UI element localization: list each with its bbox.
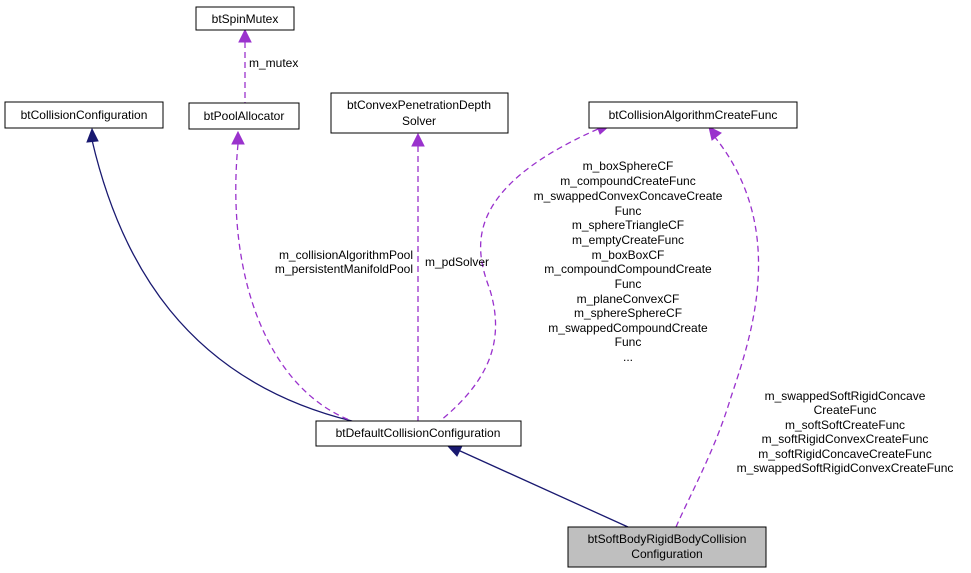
node-label: Configuration [631, 547, 702, 561]
node-label: btCollisionConfiguration [21, 108, 148, 122]
edge-label-line: m_softSoftCreateFunc [785, 418, 905, 432]
edge-label-line: m_planeConvexCF [577, 292, 680, 306]
node-bt-spin-mutex[interactable]: btSpinMutex [195, 6, 295, 31]
edge-label-line: Func [615, 204, 642, 218]
node-label: Solver [402, 114, 436, 128]
edge-label-soft-create-funcs: m_swappedSoftRigidConcave CreateFunc m_s… [737, 389, 954, 475]
node-bt-convex-penetration-depth-solver[interactable]: btConvexPenetrationDepth Solver [330, 92, 509, 134]
node-bt-soft-body-rigid-body-collision-configuration[interactable]: btSoftBodyRigidBodyCollision Configurati… [567, 526, 767, 568]
node-bt-pool-allocator[interactable]: btPoolAllocator [188, 102, 300, 130]
edge-label-mutex: m_mutex [249, 56, 298, 70]
node-label: btSpinMutex [212, 12, 279, 26]
inheritance-edge-softrigid-from-default [445, 444, 629, 528]
edge-label-line: m_boxSphereCF [583, 159, 674, 173]
edge-label-line: Func [615, 277, 642, 291]
edge-label-line: m_softRigidConcaveCreateFunc [758, 447, 931, 461]
node-bt-collision-algorithm-create-func[interactable]: btCollisionAlgorithmCreateFunc [588, 101, 798, 129]
node-bt-collision-configuration[interactable]: btCollisionConfiguration [4, 101, 164, 129]
edge-label-pools: m_collisionAlgorithmPool m_persistentMan… [275, 248, 413, 276]
edge-label-line: m_swappedSoftRigidConcave [765, 389, 926, 403]
usage-edge-pd-solver [411, 132, 425, 421]
node-label: btSoftBodyRigidBodyCollision [588, 532, 747, 546]
node-bt-default-collision-configuration[interactable]: btDefaultCollisionConfiguration [315, 420, 522, 447]
edge-label-line: m_emptyCreateFunc [572, 233, 684, 247]
edge-label-line: m_collisionAlgorithmPool [279, 248, 413, 262]
edge-label-line: ... [623, 350, 633, 364]
usage-edge-soft-create-funcs [675, 126, 760, 528]
edge-label-line: Func [615, 335, 642, 349]
node-label: btDefaultCollisionConfiguration [336, 426, 501, 440]
edge-label-line: m_swappedSoftRigidConvexCreateFunc [737, 461, 954, 475]
edge-label-pd-solver: m_pdSolver [425, 255, 489, 269]
node-label: btPoolAllocator [204, 109, 285, 123]
edge-label-line: m_boxBoxCF [592, 248, 665, 262]
edge-label-line: m_swappedCompoundCreate [548, 321, 708, 335]
edge-label-line: m_softRigidConvexCreateFunc [762, 432, 929, 446]
edge-label-line: m_pdSolver [425, 255, 489, 269]
edge-label-line: m_swappedConvexConcaveCreate [534, 189, 723, 203]
edge-label-line: m_mutex [249, 56, 298, 70]
edge-label-line: m_persistentManifoldPool [275, 262, 413, 276]
edge-label-create-funcs: m_boxSphereCF m_compoundCreateFunc m_swa… [534, 159, 723, 364]
inheritance-edge-default-from-collision-configuration [86, 127, 353, 422]
edge-label-line: m_compoundCreateFunc [560, 174, 695, 188]
edge-label-line: m_sphereTriangleCF [572, 218, 684, 232]
edge-label-line: m_sphereSphereCF [574, 306, 682, 320]
node-label: btConvexPenetrationDepth [347, 98, 491, 112]
usage-edge-pools [231, 130, 353, 422]
edge-label-line: CreateFunc [814, 403, 877, 417]
edge-label-line: m_compoundCompoundCreate [544, 262, 712, 276]
node-label: btCollisionAlgorithmCreateFunc [609, 108, 778, 122]
usage-edge-mutex [238, 28, 252, 103]
